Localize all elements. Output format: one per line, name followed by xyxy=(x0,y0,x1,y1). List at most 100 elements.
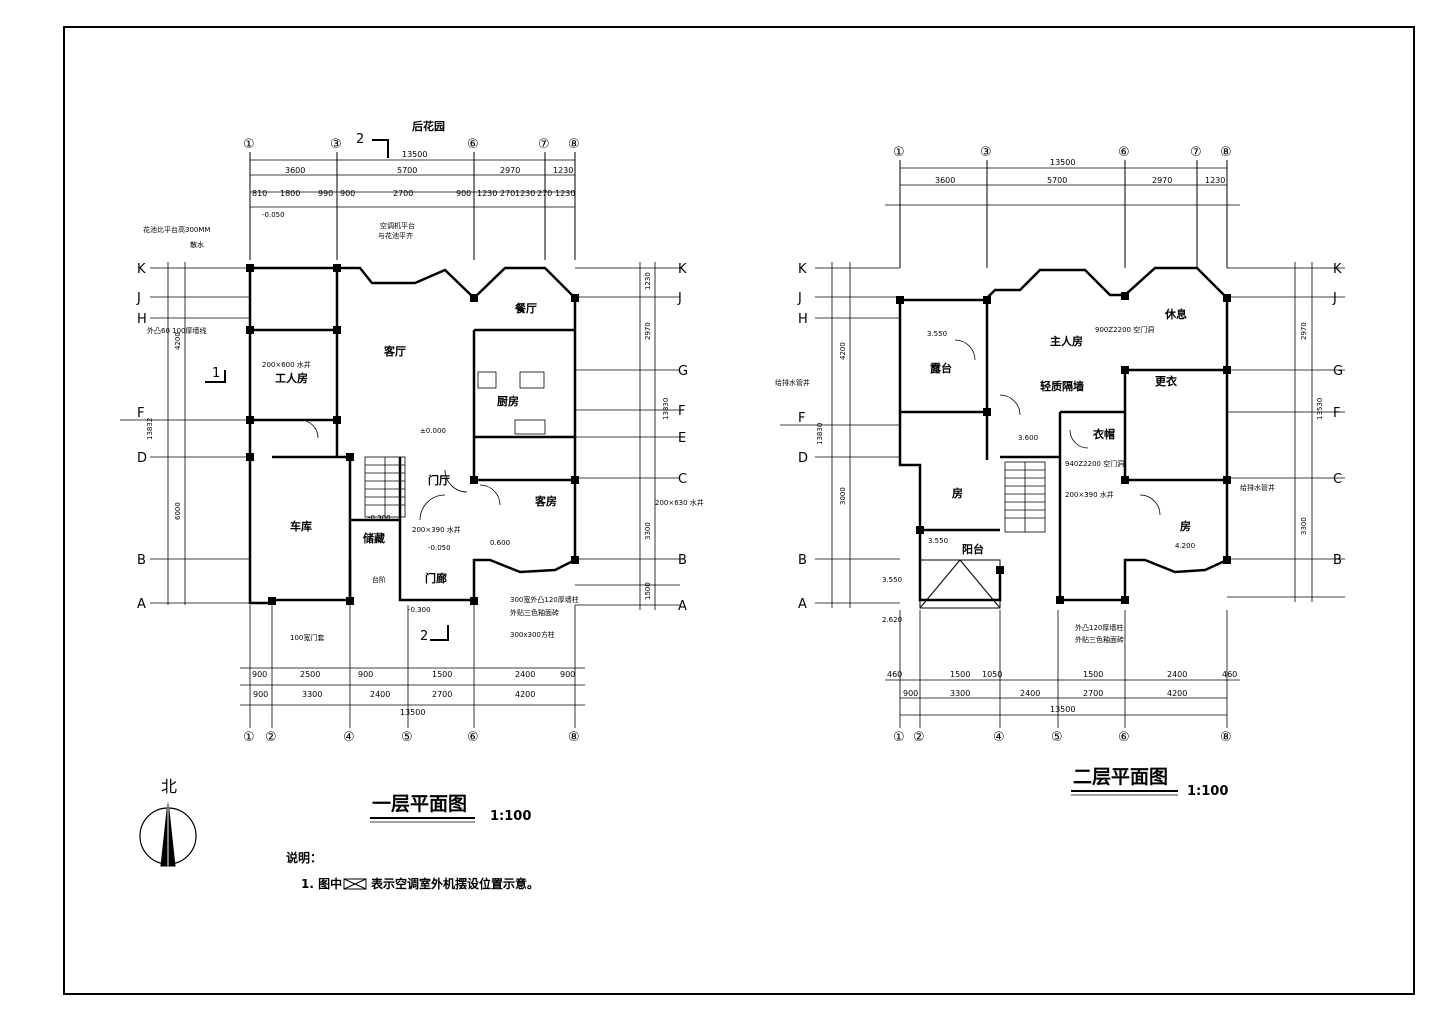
grid-label: ② xyxy=(265,730,277,745)
room-living: 客厅 xyxy=(383,344,406,358)
grid-label: ③ xyxy=(980,145,992,160)
row-label: B xyxy=(1333,553,1342,568)
annotation: 外贴三色釉面砖 xyxy=(510,608,559,617)
room-master: 主人房 xyxy=(1050,334,1083,348)
row-grid-right-2 xyxy=(1227,262,1345,602)
dim-bottom2: 1500 xyxy=(1083,670,1103,679)
row-label: H xyxy=(798,312,808,327)
dim-right-total: 13830 xyxy=(662,398,670,420)
dim-right: 3300 xyxy=(644,522,652,540)
dim-bottom2: 460 xyxy=(887,670,902,679)
annotation: 给排水管井 xyxy=(775,378,810,387)
row-label: J xyxy=(136,291,141,306)
dim-lines-bottom xyxy=(240,605,585,728)
section-cut-line xyxy=(372,139,389,158)
notes-item-suffix: 表示空调室外机摆设位置示意。 xyxy=(370,876,539,891)
annotation: 台阶 xyxy=(372,575,386,584)
top-grid-labels: ① ③ ⑥ ⑦ ⑧ xyxy=(243,137,580,152)
dim-top2: 990 xyxy=(318,189,333,198)
row-label: D xyxy=(798,451,808,466)
level: 3.550 xyxy=(927,330,947,338)
level: 3.600 xyxy=(1018,434,1038,442)
row-label: H xyxy=(137,312,147,327)
dim-top: 5700 xyxy=(397,166,417,175)
level: ±0.000 xyxy=(420,427,446,435)
section-cut-left xyxy=(205,370,226,383)
dim-bottom-total: 13500 xyxy=(400,708,425,717)
dim-right: 1500 xyxy=(644,582,652,600)
row-grid-right xyxy=(575,262,680,610)
annotation: 与花池平齐 xyxy=(378,231,413,240)
dim-left: 3000 xyxy=(839,487,847,505)
bottom-grid-labels: ① ② ④ ⑤ ⑥ ⑧ 2 1 xyxy=(212,366,580,745)
section-mark-left: 1 xyxy=(212,366,220,381)
row-label: B xyxy=(678,553,687,568)
dim-top2: 270 xyxy=(500,189,515,198)
annotation: 200×600 水井 xyxy=(262,360,311,369)
top-grid-axes-2 xyxy=(899,160,1228,268)
annotation: 200×630 水井 xyxy=(655,498,704,507)
stairs-2 xyxy=(1004,461,1046,533)
notes-item-prefix: 1. 图中 xyxy=(301,876,342,891)
dim-bottom: 2700 xyxy=(432,690,452,699)
plan1-scale: 1:100 xyxy=(490,809,531,824)
annotation: 300宽外凸120厚墙柱 xyxy=(510,595,579,604)
grid-label: ⑥ xyxy=(1118,145,1130,160)
dim-bottom: 4200 xyxy=(515,690,535,699)
bottom-grid-labels-2: ① ② ④ ⑤ ⑥ ⑧ xyxy=(893,730,1232,745)
dim-bottom2: 900 xyxy=(252,670,267,679)
room-storage: 储藏 xyxy=(363,531,385,545)
grid-label: ⑥ xyxy=(467,730,479,745)
row-label: D xyxy=(137,451,147,466)
light-wall-label: 轻质隔墙 xyxy=(1040,379,1084,393)
grid-label: ⑧ xyxy=(1220,145,1232,160)
grid-label: ④ xyxy=(343,730,355,745)
annotation: 外贴三色釉面砖 xyxy=(1075,635,1124,644)
room-closet: 衣帽 xyxy=(1093,427,1115,441)
dim-top2: 270 xyxy=(537,189,552,198)
room-balcony: 阳台 xyxy=(962,542,984,556)
grid-label: ① xyxy=(243,137,255,152)
dim-right: 2970 xyxy=(644,322,652,340)
grid-label: ⑥ xyxy=(1118,730,1130,745)
grid-label: ⑤ xyxy=(401,730,413,745)
row-label: J xyxy=(797,291,802,306)
row-label: F xyxy=(1333,406,1340,421)
dim-bottom: 900 xyxy=(253,690,268,699)
entrance-canopy xyxy=(919,559,1001,609)
dim-bottom-total: 13500 xyxy=(1050,705,1075,714)
row-grid-right-labels: K J G F E C B A 13830 1230 2970 3300 150… xyxy=(174,262,688,614)
garden-label: 后花园 xyxy=(412,119,445,133)
row-label: F xyxy=(137,406,144,421)
dim-left: 4200 xyxy=(174,332,182,350)
dim-bottom2: 2400 xyxy=(1167,670,1187,679)
dim-total-top: 13500 xyxy=(402,150,427,159)
level: 3.550 xyxy=(928,537,948,545)
annotation: 外凸120厚墙柱 xyxy=(1075,623,1123,632)
grid-label: ① xyxy=(893,145,905,160)
level: 3.550 xyxy=(882,576,902,584)
section-cut-bottom xyxy=(430,625,449,641)
dim-bottom: 3300 xyxy=(950,689,970,698)
annotation: 900Z2200 空门洞 xyxy=(1095,325,1154,334)
dim-bottom2: 2500 xyxy=(300,670,320,679)
grid-label: ② xyxy=(913,730,925,745)
grid-label: ③ xyxy=(330,137,342,152)
dim-bottom: 4200 xyxy=(1167,689,1187,698)
grid-label: ⑥ xyxy=(467,137,479,152)
dim-bottom: 3300 xyxy=(302,690,322,699)
dim-left: 6000 xyxy=(174,502,182,520)
section-mark-bottom: 2 xyxy=(420,629,428,644)
grid-label: ⑧ xyxy=(1220,730,1232,745)
dim-right-total: 13530 xyxy=(1316,398,1324,420)
notes-heading: 说明： xyxy=(286,850,322,865)
dim-top: 3600 xyxy=(285,166,305,175)
dim-bottom2: 460 xyxy=(1222,670,1237,679)
row-label: K xyxy=(678,262,687,277)
row-grid-left-labels: K J H F D B A 13832 xyxy=(136,262,154,612)
row-label: F xyxy=(678,404,685,419)
dim-bottom: 900 xyxy=(903,689,918,698)
row-label: J xyxy=(1332,291,1337,306)
dim-bottom2: 1500 xyxy=(950,670,970,679)
